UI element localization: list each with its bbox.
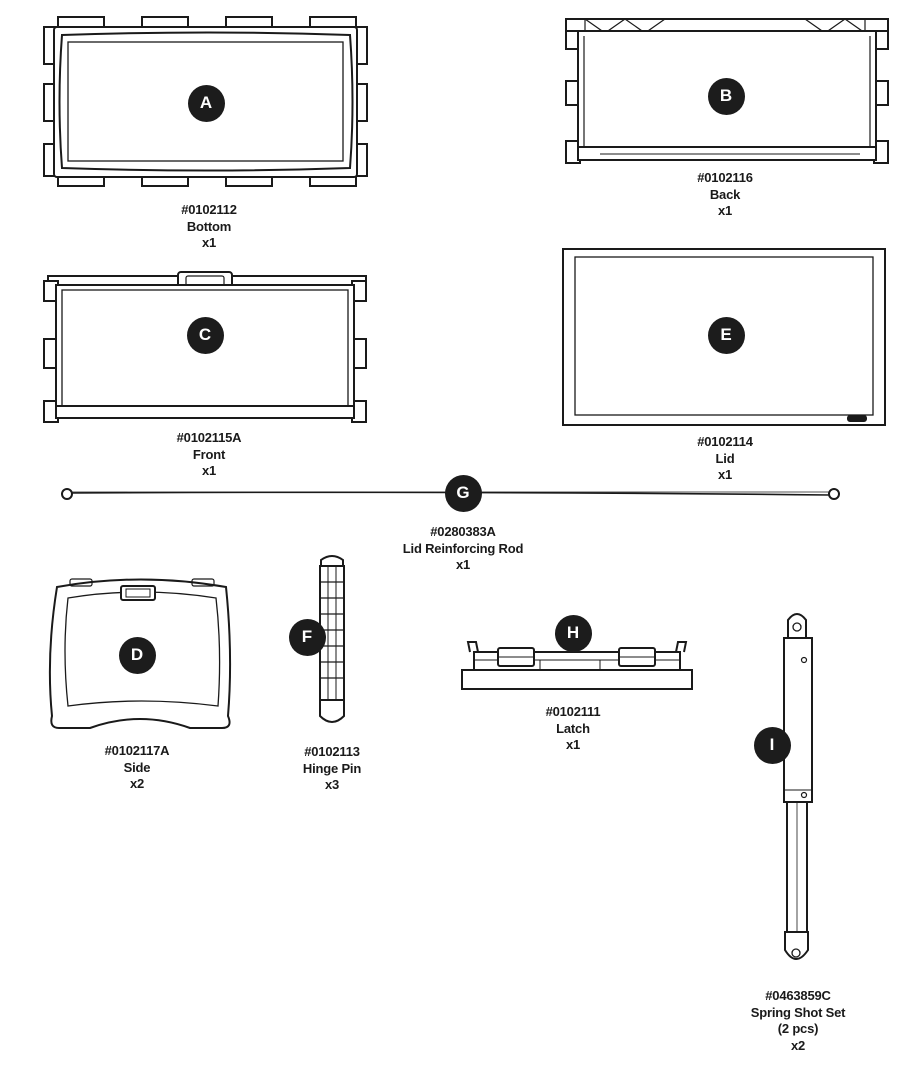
part-caption-g: #0280383A Lid Reinforcing Rod x1	[402, 524, 524, 574]
part-caption-h: #0102111 Latch x1	[546, 704, 601, 754]
part-number: #0102113	[304, 744, 360, 759]
part-label-g: G	[444, 474, 482, 512]
part-qty: x1	[717, 467, 733, 482]
part-number: #0463859C	[765, 988, 831, 1003]
part-qty: x1	[565, 737, 581, 752]
part-label-d: D	[118, 636, 156, 674]
part-label-f: F	[288, 618, 326, 656]
part-name: Latch	[556, 720, 590, 736]
part-qty: x1	[201, 463, 217, 478]
part-qty: x2	[790, 1037, 806, 1053]
part-label-c: C	[186, 316, 224, 354]
part-name: Front	[192, 446, 226, 462]
part-caption-b: #0102116 Back x1	[697, 170, 753, 220]
part-caption-e: #0102114 Lid x1	[697, 434, 753, 484]
part-name: Lid Reinforcing Rod	[402, 540, 524, 556]
part-name: Lid	[715, 450, 735, 466]
part-name: Side	[123, 759, 151, 775]
part-label-e: E	[707, 316, 745, 354]
part-qty: x1	[455, 557, 471, 572]
part-qty: x1	[201, 235, 217, 250]
part-name: Hinge Pin	[302, 760, 362, 776]
part-number: #0280383A	[430, 524, 496, 539]
part-qty: x3	[324, 777, 340, 792]
part-caption-c: #0102115A Front x1	[177, 430, 242, 480]
part-number: #0102117A	[104, 743, 170, 758]
part-caption-a: #0102112 Bottom x1	[181, 202, 237, 252]
part-label-i: I	[753, 726, 791, 764]
part-number: #0102112	[181, 202, 237, 217]
part-caption-i: #0463859C Spring Shot Set (2 pcs) x2	[751, 988, 846, 1054]
part-number: #0102116	[697, 170, 753, 185]
part-label-b: B	[707, 77, 745, 115]
part-label-a: A	[187, 84, 225, 122]
part-caption-f: #0102113 Hinge Pin x3	[303, 744, 361, 794]
part-qty: x2	[129, 776, 145, 791]
part-number: #0102114	[697, 434, 753, 449]
part-label-h: H	[554, 614, 592, 652]
part-name: Back	[709, 186, 741, 202]
part-h-latch-drawing	[461, 641, 693, 690]
part-note: (2 pcs)	[777, 1021, 819, 1036]
part-number: #0102111	[545, 704, 601, 719]
part-name: Bottom	[186, 218, 232, 234]
part-caption-d: #0102117A Side x2	[105, 743, 170, 793]
part-i-spring-shot-drawing	[783, 613, 813, 960]
part-name: Spring Shot Set	[750, 1004, 846, 1020]
part-qty: x1	[717, 203, 733, 218]
part-number: #0102115A	[176, 430, 242, 445]
